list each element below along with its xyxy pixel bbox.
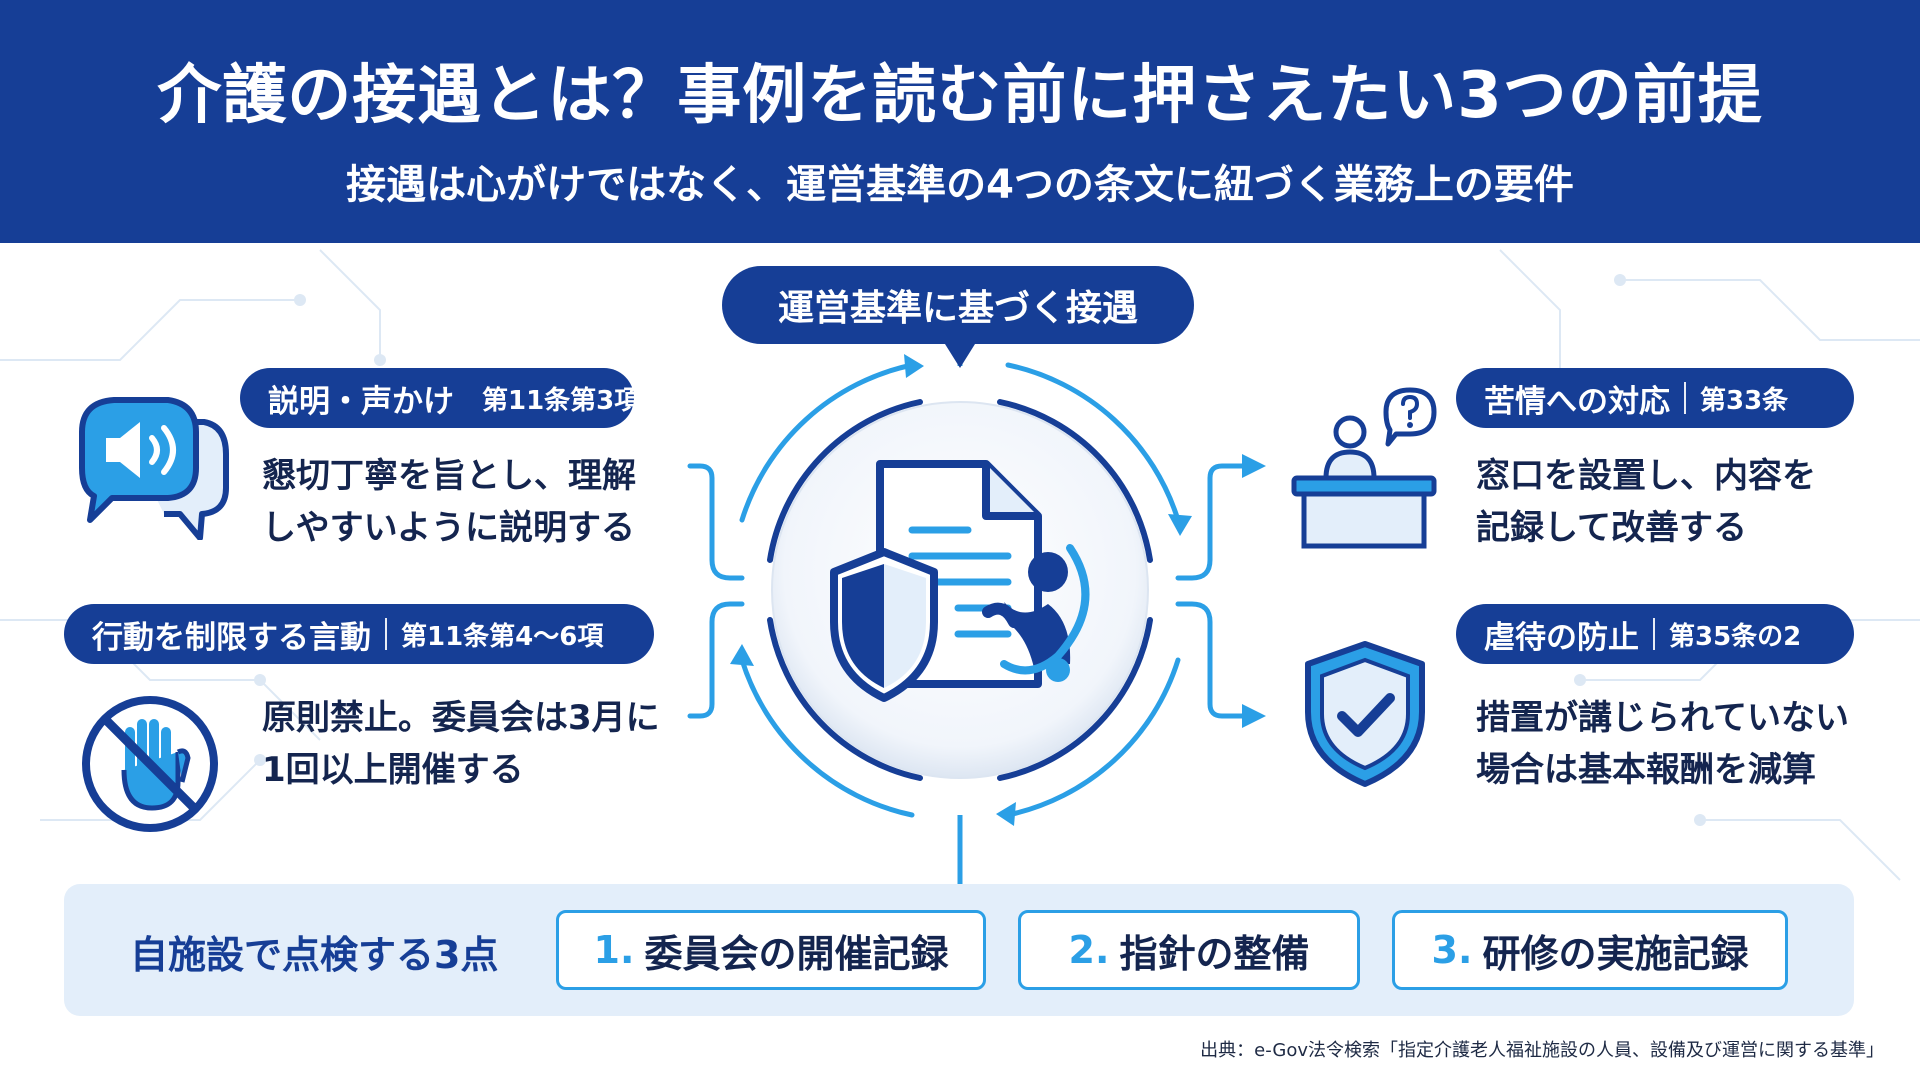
checklist-text: 指針の整備 — [1119, 931, 1310, 976]
page-subtitle: 接遇は心がけではなく、運営基準の4つの条文に紐づく業務上の要件 — [346, 162, 1574, 208]
item-pill-restraint: 行動を制限する言動第11条第4～6項 — [64, 604, 654, 664]
item-pill-complaints: 苦情への対応第33条 — [1456, 368, 1854, 428]
item-desc-complaints: 窓口を設置し、内容を 記録して改善する — [1476, 450, 1816, 554]
desc-line: しやすいように説明する — [262, 508, 635, 548]
desc-line: 場合は基本報酬を減算 — [1476, 750, 1816, 790]
item-name: 行動を制限する言動 — [92, 619, 371, 656]
header-banner: 介護の接遇とは？事例を読む前に押さえたい3つの前提 接遇は心がけではなく、運営基… — [0, 0, 1920, 243]
desc-line: 1回以上開催する — [262, 750, 524, 790]
desc-line: 窓口を設置し、内容を — [1476, 456, 1816, 496]
center-label: 運営基準に基づく接遇 — [722, 266, 1194, 344]
desc-line: 原則禁止。委員会は3月に — [262, 698, 660, 738]
item-desc-abuse-prevention: 措置が講じられていない 場合は基本報酬を減算 — [1476, 692, 1849, 796]
desc-line: 記録して改善する — [1476, 508, 1747, 548]
checklist-text: 委員会の開催記録 — [644, 931, 949, 976]
item-name: 苦情への対応 — [1484, 383, 1670, 420]
item-name: 虐待の防止 — [1484, 619, 1639, 656]
item-article: 第11条第3項 — [482, 385, 641, 416]
separator — [385, 618, 387, 650]
document-shield-person-icon — [830, 460, 1090, 702]
item-article: 第33条 — [1700, 385, 1789, 416]
checklist-item-committee-record: 1.委員会の開催記録 — [556, 910, 986, 990]
separator — [1684, 382, 1686, 414]
checklist-number: 2. — [1068, 928, 1110, 972]
checklist-text: 研修の実施記録 — [1482, 931, 1749, 976]
desc-line: 措置が講じられていない — [1476, 698, 1849, 738]
item-pill-abuse-prevention: 虐待の防止第35条の2 — [1456, 604, 1854, 664]
checklist-label: 自施設で点検する3点 — [130, 933, 499, 977]
item-pill-explanation: 説明・声かけ第11条第3項 — [240, 368, 640, 428]
checklist-number: 3. — [1431, 928, 1473, 972]
item-desc-restraint: 原則禁止。委員会は3月に 1回以上開催する — [262, 692, 660, 796]
shield-check-icon — [1305, 641, 1425, 787]
checklist-item-guidelines: 2.指針の整備 — [1018, 910, 1360, 990]
page-title: 介護の接遇とは？事例を読む前に押さえたい3つの前提 — [157, 59, 1763, 133]
source-citation: 出典：e-Gov法令検索「指定介護老人福祉施設の人員、設備及び運営に関する基準」 — [1200, 1040, 1884, 1061]
checklist-item-training-record: 3.研修の実施記録 — [1392, 910, 1788, 990]
prohibited-hand-icon — [82, 696, 218, 832]
item-article: 第11条第4～6項 — [401, 621, 604, 652]
checklist-number: 1. — [593, 928, 635, 972]
separator — [1653, 618, 1655, 650]
speech-speaker-icon — [79, 397, 229, 540]
desc-line: 懇切丁寧を旨とし、理解 — [262, 456, 636, 496]
item-name: 説明・声かけ — [268, 383, 454, 420]
item-desc-explanation: 懇切丁寧を旨とし、理解 しやすいように説明する — [262, 450, 636, 554]
reception-desk-icon — [1291, 387, 1437, 549]
item-article: 第35条の2 — [1669, 621, 1802, 652]
